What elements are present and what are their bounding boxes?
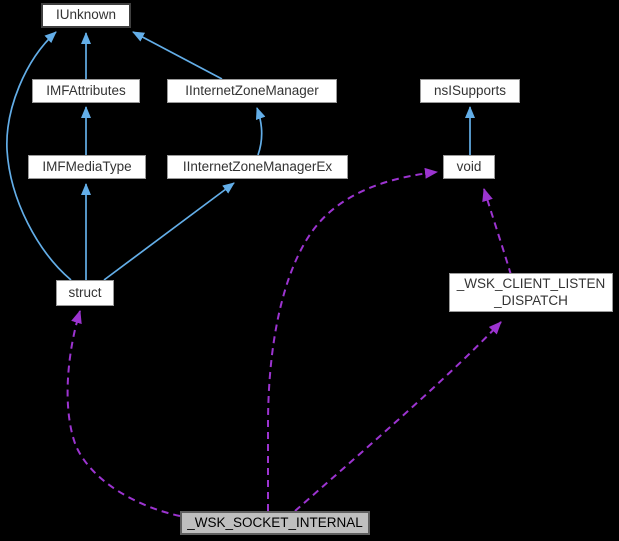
- node-struct[interactable]: struct: [56, 280, 114, 306]
- node-wsk-client-listen-dispatch[interactable]: _WSK_CLIENT_LISTEN _DISPATCH: [449, 273, 613, 312]
- node-imfmediatype[interactable]: IMFMediaType: [28, 155, 146, 179]
- edge-iinternetzonemanager-to-iunknown: [132, 31, 223, 80]
- edge-iinternetzonemanagerex-to-iinternetzonemanager: [255, 107, 266, 156]
- node-nsisupports[interactable]: nsISupports: [420, 79, 520, 103]
- edge-wsk-socket-internal-to-void: [267, 167, 438, 511]
- edge-wsk-socket-internal-to-wsk-client-listen-dispatch: [294, 321, 502, 512]
- node-iunknown[interactable]: IUnknown: [41, 3, 131, 28]
- node-imfattributes[interactable]: IMFAttributes: [32, 79, 140, 103]
- edge-struct-to-iunknown: [6, 31, 72, 281]
- edge-wsk-client-listen-dispatch-to-void: [482, 188, 512, 276]
- node-void[interactable]: void: [443, 155, 495, 179]
- node-iinternetzonemanagerex[interactable]: IInternetZoneManagerEx: [167, 155, 348, 179]
- edge-wsk-socket-internal-to-struct: [66, 310, 181, 517]
- edge-struct-to-iinternetzonemanagerex: [103, 182, 235, 281]
- node-wsk-socket-internal[interactable]: _WSK_SOCKET_INTERNAL: [180, 511, 370, 535]
- node-iinternetzonemanager[interactable]: IInternetZoneManager: [167, 79, 337, 103]
